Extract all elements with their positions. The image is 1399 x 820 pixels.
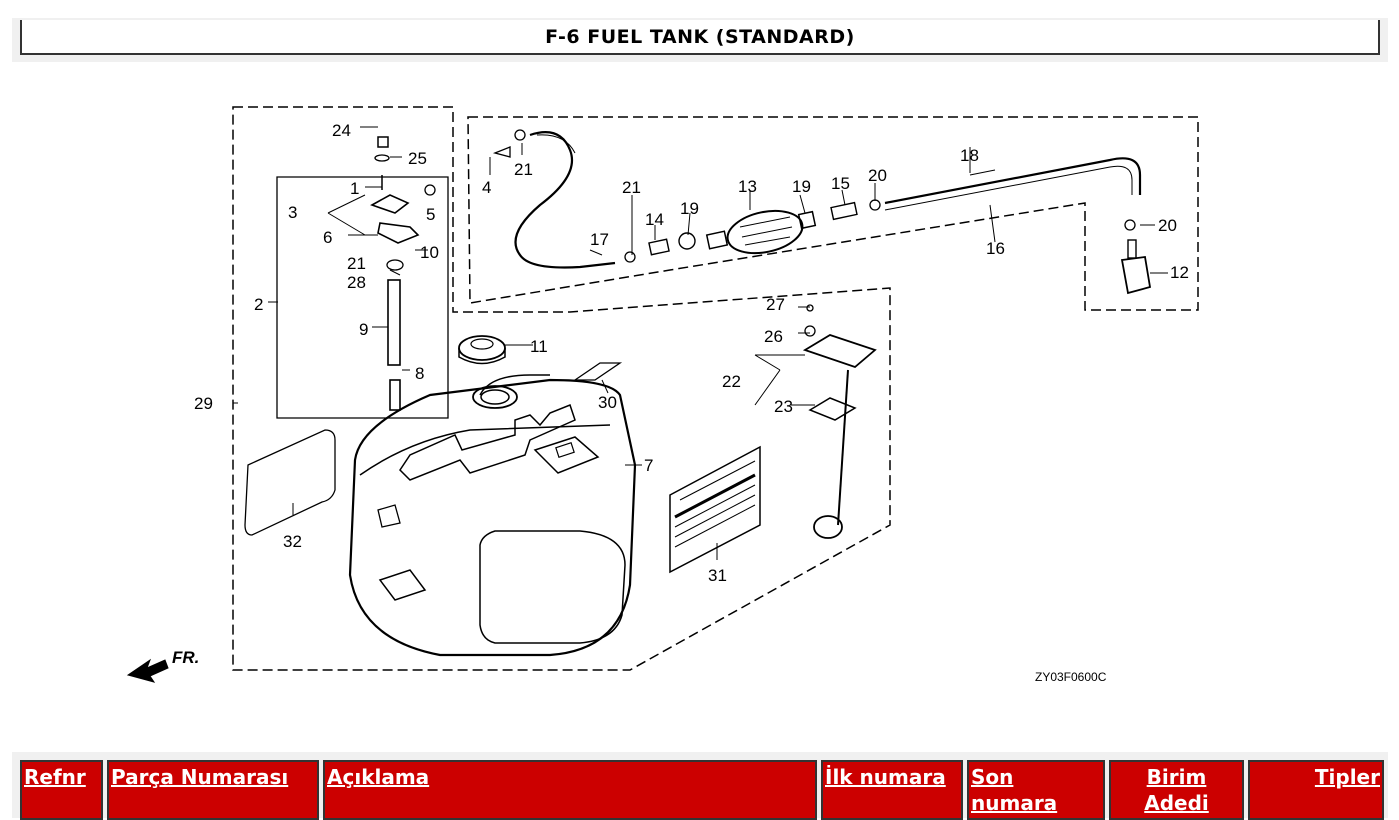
direction-label: FR.: [172, 648, 199, 667]
callout-12: 12: [1170, 263, 1189, 282]
diagram-code: ZY03F0600C: [1035, 670, 1107, 684]
parts-diagram: 24 25 1 3 5 6 10 21 28 2 9 8 11 29 30 7 …: [110, 95, 1230, 695]
callout-32: 32: [283, 532, 302, 551]
callout-7: 7: [644, 456, 653, 475]
primer-bulb: [726, 209, 804, 255]
col-header-description[interactable]: Açıklama: [323, 760, 817, 820]
callout-1: 1: [350, 179, 359, 198]
callout-28: 28: [347, 273, 366, 292]
callout-29: 29: [194, 394, 213, 413]
callout-25: 25: [408, 149, 427, 168]
callout-27: 27: [766, 295, 785, 314]
callout-15: 15: [831, 174, 850, 193]
callout-14: 14: [645, 210, 664, 229]
callout-23: 23: [774, 397, 793, 416]
col-header-first-number[interactable]: İlk numara: [821, 760, 963, 820]
callout-9: 9: [359, 320, 368, 339]
col-header-refnr[interactable]: Refnr: [20, 760, 103, 820]
callout-24: 24: [332, 121, 351, 140]
callout-26: 26: [764, 327, 783, 346]
hose-18: [884, 157, 1142, 205]
callout-2: 2: [254, 295, 263, 314]
boundary-2: [276, 176, 449, 419]
callout-6: 6: [323, 228, 332, 247]
callout-20b: 20: [1158, 216, 1177, 235]
callout-21c: 21: [622, 178, 641, 197]
label-30: [572, 362, 623, 381]
callout-20a: 20: [868, 166, 887, 185]
direction-arrow: [126, 658, 169, 683]
callout-31: 31: [708, 566, 727, 585]
callout-19b: 19: [792, 177, 811, 196]
boundary-29: [232, 106, 891, 671]
callout-11: 11: [530, 337, 548, 356]
callout-17: 17: [590, 230, 609, 249]
col-header-part-number[interactable]: Parça Numarası: [107, 760, 319, 820]
parts-table: Refnr Parça Numarası Açıklama İlk numara…: [16, 760, 1388, 820]
callout-18: 18: [960, 146, 979, 165]
fuel-tank-body: [348, 378, 637, 657]
panel-32: [244, 429, 336, 536]
decal-31: [669, 445, 761, 574]
callout-21a: 21: [347, 254, 366, 273]
col-header-last-number[interactable]: Son numara: [967, 760, 1105, 820]
col-header-types[interactable]: Tipler: [1248, 760, 1384, 820]
col-header-unit-qty[interactable]: Birim Adedi: [1109, 760, 1244, 820]
title-bar: F-6 FUEL TANK (STANDARD): [12, 18, 1388, 62]
callout-5: 5: [426, 205, 435, 224]
callout-13: 13: [738, 177, 757, 196]
page-title: F-6 FUEL TANK (STANDARD): [20, 20, 1380, 55]
boundary-hose: [467, 116, 1199, 311]
callout-numbers: 24 25 1 3 5 6 10 21 28 2 9 8 11 29 30 7 …: [172, 121, 1189, 684]
callout-21b: 21: [514, 160, 533, 179]
callout-4: 4: [482, 178, 491, 197]
fuel-gauge: [802, 334, 877, 369]
callout-3: 3: [288, 203, 297, 222]
callout-10: 10: [420, 243, 439, 262]
callout-8: 8: [415, 364, 424, 383]
connector-12: [1120, 255, 1152, 295]
parts-table-container: Refnr Parça Numarası Açıklama İlk numara…: [12, 752, 1388, 820]
table-header-row: Refnr Parça Numarası Açıklama İlk numara…: [20, 760, 1384, 820]
callout-22: 22: [722, 372, 741, 391]
callout-30: 30: [598, 393, 617, 412]
callout-19a: 19: [680, 199, 699, 218]
callout-16: 16: [986, 239, 1005, 258]
